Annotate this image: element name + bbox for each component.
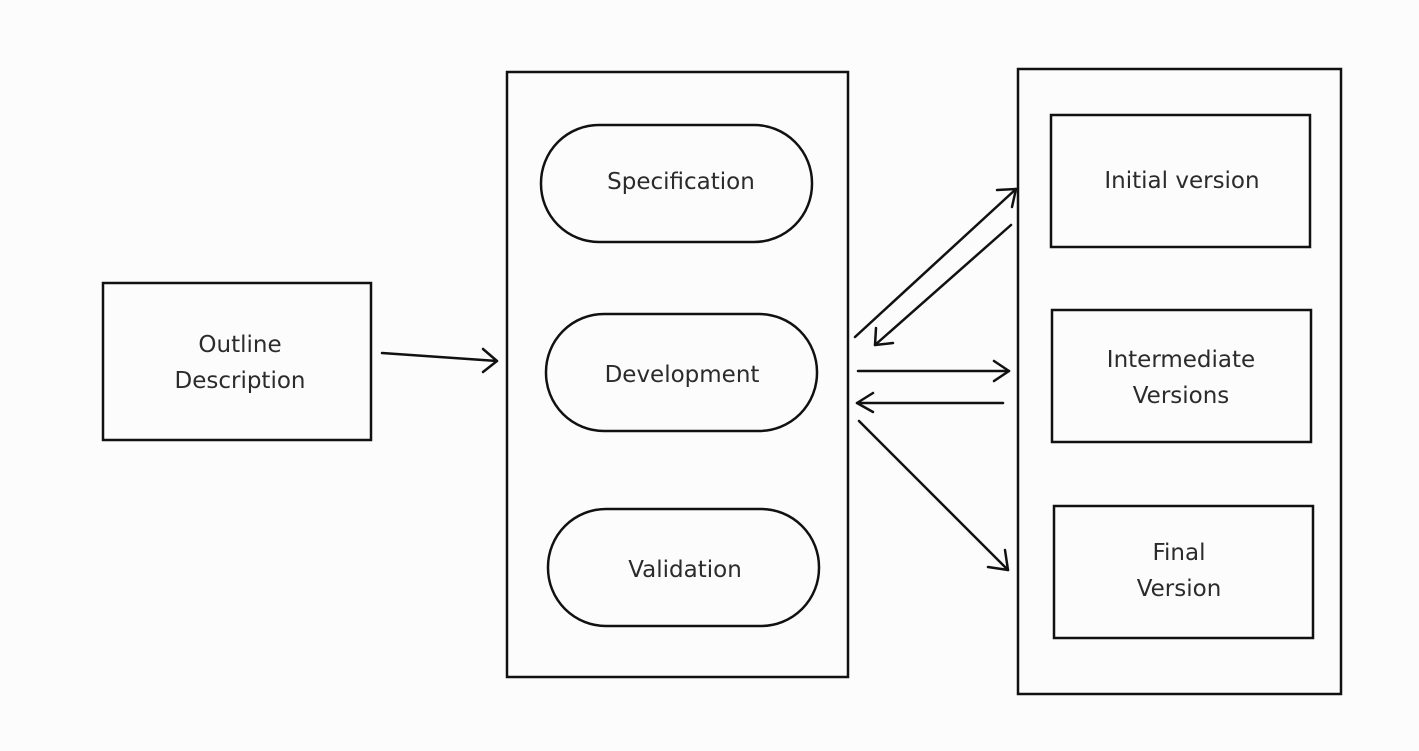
- arrow-head: [986, 548, 1010, 572]
- arrow-line: [380, 351, 499, 363]
- arrow-line: [857, 419, 1010, 572]
- initial-version-node: Initial version: [1049, 113, 1312, 249]
- outline-to-activities-arrow: [380, 347, 499, 374]
- versions-container: Initial version Intermediate Versions Fi…: [1016, 67, 1343, 696]
- to-intermediate-versions-arrow: [856, 359, 1011, 383]
- versions-container-box: [1016, 67, 1343, 696]
- intermediate-versions-label-line1: Intermediate: [1107, 347, 1255, 373]
- arrow-head: [992, 359, 1011, 383]
- from-initial-version-arrow: [873, 223, 1013, 347]
- arrow-line: [853, 187, 1018, 339]
- to-initial-version-arrow: [853, 187, 1018, 339]
- specification-pill: [539, 123, 814, 244]
- outline-description-label-line1: Outline: [198, 332, 281, 358]
- activities-container: Specification Development Validation: [505, 70, 850, 679]
- outline-description-node: Outline Description: [101, 281, 373, 442]
- from-intermediate-versions-arrow: [855, 391, 1005, 414]
- arrow-head: [995, 187, 1018, 209]
- development-label: Development: [605, 362, 760, 388]
- initial-version-box: [1049, 113, 1312, 249]
- to-final-version-arrow: [857, 419, 1010, 572]
- final-version-node: Final Version: [1052, 504, 1315, 640]
- intermediate-versions-box: [1050, 308, 1313, 444]
- validation-pill: [546, 507, 821, 628]
- validation-label: Validation: [628, 557, 742, 583]
- development-pill: [544, 312, 819, 433]
- final-version-label-line2: Version: [1137, 576, 1222, 602]
- outline-description-box: [101, 281, 373, 442]
- arrow-head: [873, 326, 895, 347]
- specification-node: Specification: [539, 123, 814, 244]
- outline-description-label-line2: Description: [175, 368, 306, 394]
- activities-container-box: [505, 70, 850, 679]
- development-node: Development: [544, 312, 819, 433]
- intermediate-versions-label-line2: Versions: [1133, 383, 1230, 409]
- intermediate-versions-node: Intermediate Versions: [1050, 308, 1313, 444]
- specification-label: Specification: [607, 169, 755, 195]
- arrow-head: [481, 347, 499, 374]
- initial-version-label: Initial version: [1104, 168, 1259, 194]
- final-version-label-line1: Final: [1152, 540, 1205, 566]
- arrow-line: [873, 223, 1013, 347]
- final-version-box: [1052, 504, 1315, 640]
- arrow-head: [855, 391, 875, 414]
- validation-node: Validation: [546, 507, 821, 628]
